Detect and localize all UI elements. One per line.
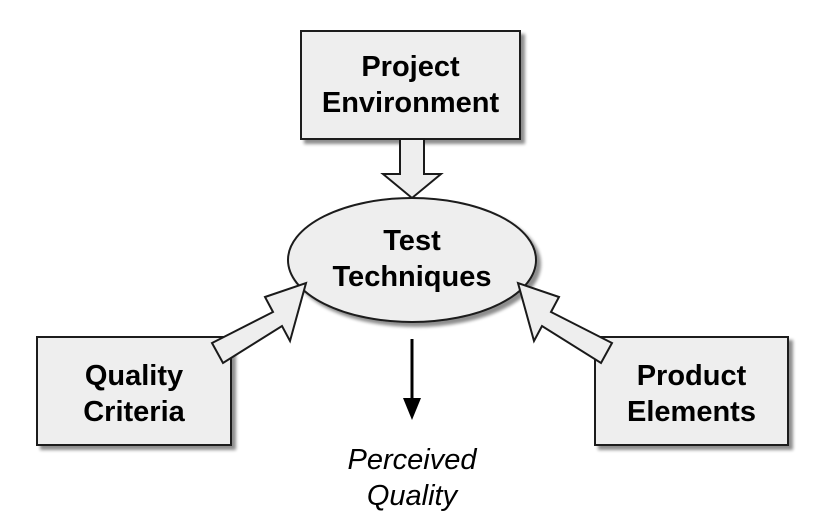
project-environment-label: Project Environment <box>321 51 500 119</box>
quality-to-techniques-arrow <box>210 281 308 365</box>
techniques-to-quality-arrowhead <box>403 398 421 420</box>
test-techniques-label: Test Techniques <box>332 225 492 293</box>
perceived-quality-label: Perceived Quality <box>347 444 477 512</box>
quality-criteria-box <box>36 336 232 446</box>
product-elements-label: Product Elements <box>627 360 756 428</box>
project-to-techniques-arrow <box>380 138 444 200</box>
project-environment-box <box>300 30 521 140</box>
test-techniques-ellipse <box>287 197 537 323</box>
product-elements-box <box>594 336 789 446</box>
quality-criteria-label: Quality Criteria <box>83 360 185 428</box>
product-to-techniques-arrow <box>516 281 614 365</box>
